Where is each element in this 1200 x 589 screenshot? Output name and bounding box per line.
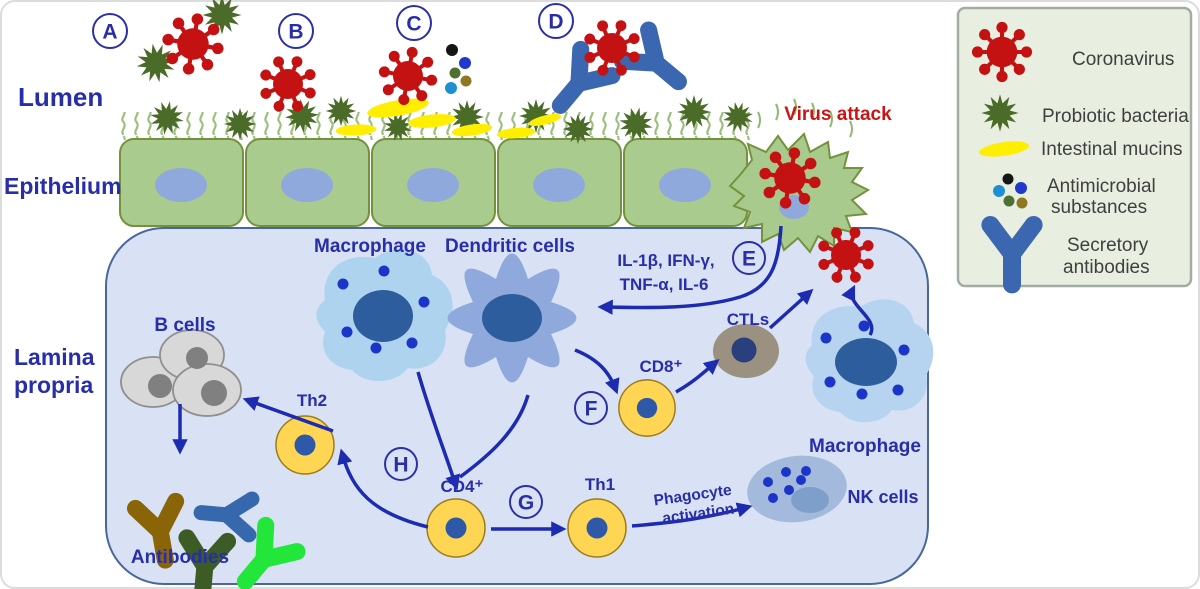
arrow-th1-to-nk xyxy=(631,502,753,528)
dendritic-cells-label: Dendritic cells xyxy=(445,236,575,257)
cd8-label: CD8⁺ xyxy=(640,357,683,376)
step-a: A xyxy=(92,13,128,49)
antimicrobial-substances-icon xyxy=(993,173,1028,209)
b-cells-label: B cells xyxy=(154,315,215,336)
legend-box xyxy=(956,6,1193,288)
region-label-lamina-line2: propria xyxy=(14,372,93,398)
step-c-label: C xyxy=(406,13,421,36)
step-d: D xyxy=(538,3,574,39)
step-g: G xyxy=(509,485,543,519)
epithelial-nuclei xyxy=(155,168,711,202)
macrophage-left-label: Macrophage xyxy=(314,236,426,257)
step-b: B xyxy=(278,13,314,49)
cytokines-line1: IL-1β, IFN-γ, xyxy=(617,251,714,270)
legend-antimicrobial-line2: substances xyxy=(1051,197,1147,218)
arrow-cytokines-to-dc xyxy=(597,225,783,315)
dendritic-cell xyxy=(447,253,577,383)
step-h-label: H xyxy=(393,454,408,477)
macrophage-right-label: Macrophage xyxy=(809,436,921,457)
cd4-label: CD4⁺ xyxy=(441,477,484,496)
cytokines-line2: TNF-α, IL-6 xyxy=(620,275,709,294)
arrow-cd4-to-th2 xyxy=(337,448,429,529)
antimicrobial-substances xyxy=(445,44,472,94)
arrow-dc-to-cd4 xyxy=(416,371,461,491)
step-f-label: F xyxy=(585,398,598,421)
region-label-lamina-line1: Lamina xyxy=(14,344,95,370)
th1-cell xyxy=(567,498,627,558)
arrow-th2-to-bcells xyxy=(242,396,334,433)
legend-secretory-line1: Secretory xyxy=(1067,235,1149,256)
ctl-cell xyxy=(713,324,779,378)
arrow-mac-dc-branch xyxy=(458,394,530,479)
cd4-cell xyxy=(426,498,486,558)
arrow-dc-to-cd8 xyxy=(574,348,620,395)
legend: Coronavirus Probiotic bacteria Intestina… xyxy=(956,6,1193,288)
th1-label: Th1 xyxy=(585,475,615,494)
cd8-cell xyxy=(618,379,676,437)
legend-probiotic-label: Probiotic bacteria xyxy=(1042,106,1189,127)
step-markers: A B C D E F G H xyxy=(92,3,766,519)
region-label-epithelium: Epithelium xyxy=(4,173,122,199)
arrow-cd8-to-ctls xyxy=(675,359,720,394)
region-label-lumen: Lumen xyxy=(18,82,103,112)
antibodies-label: Antibodies xyxy=(131,547,229,568)
legend-mucins-label: Intestinal mucins xyxy=(1041,139,1183,160)
macrophage-right-cell xyxy=(805,299,934,423)
th2-label: Th2 xyxy=(297,391,327,410)
legend-antimicrobial-line1: Antimicrobial xyxy=(1047,176,1156,197)
virus-attack-label: Virus attack xyxy=(784,104,892,125)
arrow-ctls-to-virus xyxy=(768,288,814,330)
nk-cells xyxy=(747,455,847,523)
step-h: H xyxy=(384,447,418,481)
step-g-label: G xyxy=(518,492,534,515)
macrophage-left-cell xyxy=(316,249,453,382)
ctls-label: CTLs xyxy=(727,310,770,329)
step-d-label: D xyxy=(548,11,563,34)
step-f: F xyxy=(574,391,608,425)
b-cell-nuclei xyxy=(148,347,227,406)
arrow-macrophage-to-virus xyxy=(841,284,874,336)
step-a-label: A xyxy=(102,21,117,44)
th2-cell xyxy=(275,415,335,475)
step-c: C xyxy=(396,5,432,41)
coronavirus-icon xyxy=(972,22,1032,82)
step-e: E xyxy=(732,241,766,275)
legend-coronavirus-label: Coronavirus xyxy=(1072,49,1174,70)
pathway-arrows xyxy=(172,225,874,537)
legend-secretory-line2: antibodies xyxy=(1063,257,1150,278)
nk-cells-label: NK cells xyxy=(847,487,918,507)
step-b-label: B xyxy=(288,21,303,44)
step-e-label: E xyxy=(742,248,756,271)
lamina-propria-region xyxy=(105,227,929,585)
